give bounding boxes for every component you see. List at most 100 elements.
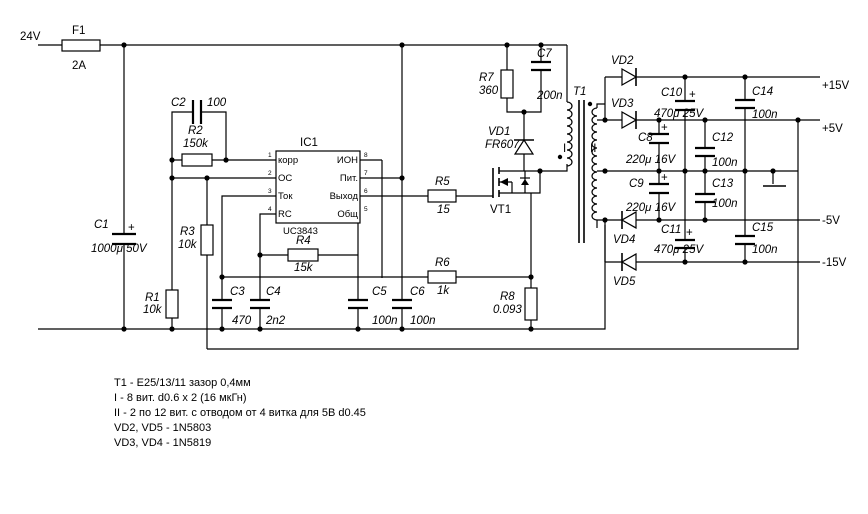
mosfet-vt1: VT1: [490, 167, 530, 216]
diode-vd3: VD3: [611, 98, 638, 130]
r6-value: 1k: [437, 285, 450, 297]
c1-value: 1000μ 50V: [91, 243, 148, 255]
t1-ref: T1: [573, 86, 586, 98]
rail-plus5: +5V: [822, 123, 843, 135]
c7-value: 200n: [536, 90, 563, 102]
ic-pin-4: RC: [278, 209, 292, 220]
capacitor-c7: C7 200n: [531, 48, 563, 102]
r4-ref: R4: [296, 235, 311, 247]
c8-ref: C8: [638, 132, 653, 144]
resistor-r1: R1 10k: [143, 289, 179, 319]
ic-pinnum-3: 3: [268, 188, 272, 195]
vd1-value: FR607: [485, 139, 520, 151]
rail-plus15: +15V: [822, 80, 850, 92]
ic-pin-2: ОС: [278, 173, 292, 184]
c6-value: 100n: [410, 315, 436, 327]
resistor-r2: R2 150k: [181, 125, 213, 167]
c3-value: 470: [232, 315, 252, 327]
c4-ref: C4: [266, 286, 281, 298]
ic-pin-5: Общ: [337, 209, 358, 220]
rail-minus5: -5V: [822, 215, 840, 227]
vin-label: 24V: [20, 31, 41, 43]
ic-pin-8: ИОН: [337, 155, 358, 166]
capacitor-c4: C4 2n2: [250, 286, 286, 327]
r5-value: 15: [437, 204, 450, 216]
c8-value: 220μ 16V: [625, 154, 676, 166]
svg-text:+: +: [661, 172, 668, 184]
capacitor-c3: C3 470: [212, 286, 252, 327]
capacitor-c14: C14 100n: [735, 86, 778, 121]
ic1-uc3843: IC1 UC3843 корр ОС Ток RC ИОН Пит. Выход…: [264, 137, 368, 237]
transformer-t1: T1 I II: [557, 86, 605, 243]
note-line: II - 2 по 12 вит. с отводом от 4 витка д…: [114, 407, 366, 419]
ic-pinnum-4: 4: [268, 206, 272, 213]
ic-pin-7: Пит.: [340, 173, 358, 184]
ic-pinnum-8: 8: [364, 152, 368, 159]
fuse-f1: F1 2A: [61, 25, 101, 72]
svg-text:+: +: [661, 122, 668, 134]
c4-value: 2n2: [265, 315, 286, 327]
ic-pinnum-1: 1: [268, 152, 272, 159]
capacitor-c6: C6 100n: [392, 286, 436, 327]
c2-value: 100: [207, 97, 227, 109]
fuse-value: 2A: [72, 60, 86, 72]
capacitor-c8: + C8 220μ 16V: [625, 122, 676, 166]
capacitor-c10: + C10 470μ 25V: [654, 87, 704, 120]
resistor-r8: R8 0.093: [493, 287, 538, 321]
vd5-ref: VD5: [613, 276, 636, 288]
r7-value: 360: [479, 85, 499, 97]
vt1-ref: VT1: [490, 204, 511, 216]
r1-ref: R1: [145, 292, 160, 304]
c11-ref: C11: [661, 224, 681, 236]
vd4-ref: VD4: [613, 234, 635, 246]
note-line: VD3, VD4 - 1N5819: [114, 437, 211, 449]
diode-vd2: VD2: [611, 55, 638, 87]
capacitor-c1: + C1 1000μ 50V: [91, 219, 148, 255]
c15-value: 100n: [752, 244, 778, 256]
capacitor-c2: C2 100: [171, 97, 227, 124]
vd3-ref: VD3: [611, 98, 634, 110]
resistor-r3: R3 10k: [178, 224, 214, 256]
c1-ref: C1: [94, 219, 109, 231]
r3-value: 10k: [178, 239, 198, 251]
ic-part: UC3843: [283, 226, 318, 237]
c3-ref: C3: [230, 286, 245, 298]
capacitor-c15: C15 100n: [735, 222, 778, 256]
c2-ref: C2: [171, 97, 186, 109]
resistor-r7: R7 360: [479, 69, 514, 99]
junctions: [121, 42, 801, 332]
svg-text:+: +: [686, 227, 693, 239]
c6-ref: C6: [410, 286, 425, 298]
r8-ref: R8: [500, 291, 515, 303]
ic-pin-3: Ток: [278, 191, 293, 202]
wires: [38, 44, 820, 350]
diode-vd4: VD4: [613, 210, 637, 246]
r2-ref: R2: [188, 125, 203, 137]
note-line: VD2, VD5 - 1N5803: [114, 422, 211, 434]
r8-value: 0.093: [493, 304, 522, 316]
c15-ref: C15: [752, 222, 774, 234]
diode-vd1: VD1 FR607: [485, 126, 535, 155]
c12-ref: C12: [712, 132, 734, 144]
r4-value: 15k: [294, 262, 314, 274]
note-line: T1 - E25/13/11 зазор 0,4мм: [114, 377, 251, 389]
r7-ref: R7: [479, 72, 494, 84]
c14-value: 100n: [752, 109, 778, 121]
vd1-ref: VD1: [488, 126, 510, 138]
c9-value: 220μ 16V: [625, 202, 676, 214]
capacitor-c9: + C9 220μ 16V: [625, 172, 676, 214]
resistor-r6: R6 1k: [427, 257, 457, 297]
diode-vd5: VD5: [613, 252, 637, 288]
ic-pinnum-2: 2: [268, 170, 272, 177]
capacitor-c13: C13 100n: [695, 178, 738, 210]
note-line: I - 8 вит. d0.6 x 2 (16 мкГн): [114, 392, 247, 404]
c10-value: 470μ 25V: [654, 108, 704, 120]
c12-value: 100n: [712, 157, 738, 169]
c9-ref: C9: [629, 178, 644, 190]
notes: T1 - E25/13/11 зазор 0,4мм I - 8 вит. d0…: [114, 377, 366, 449]
fuse-ref: F1: [72, 25, 85, 37]
c13-value: 100n: [712, 198, 738, 210]
r6-ref: R6: [435, 257, 450, 269]
ic-pinnum-5: 5: [364, 206, 368, 213]
resistor-r4: R4 15k: [287, 235, 319, 274]
